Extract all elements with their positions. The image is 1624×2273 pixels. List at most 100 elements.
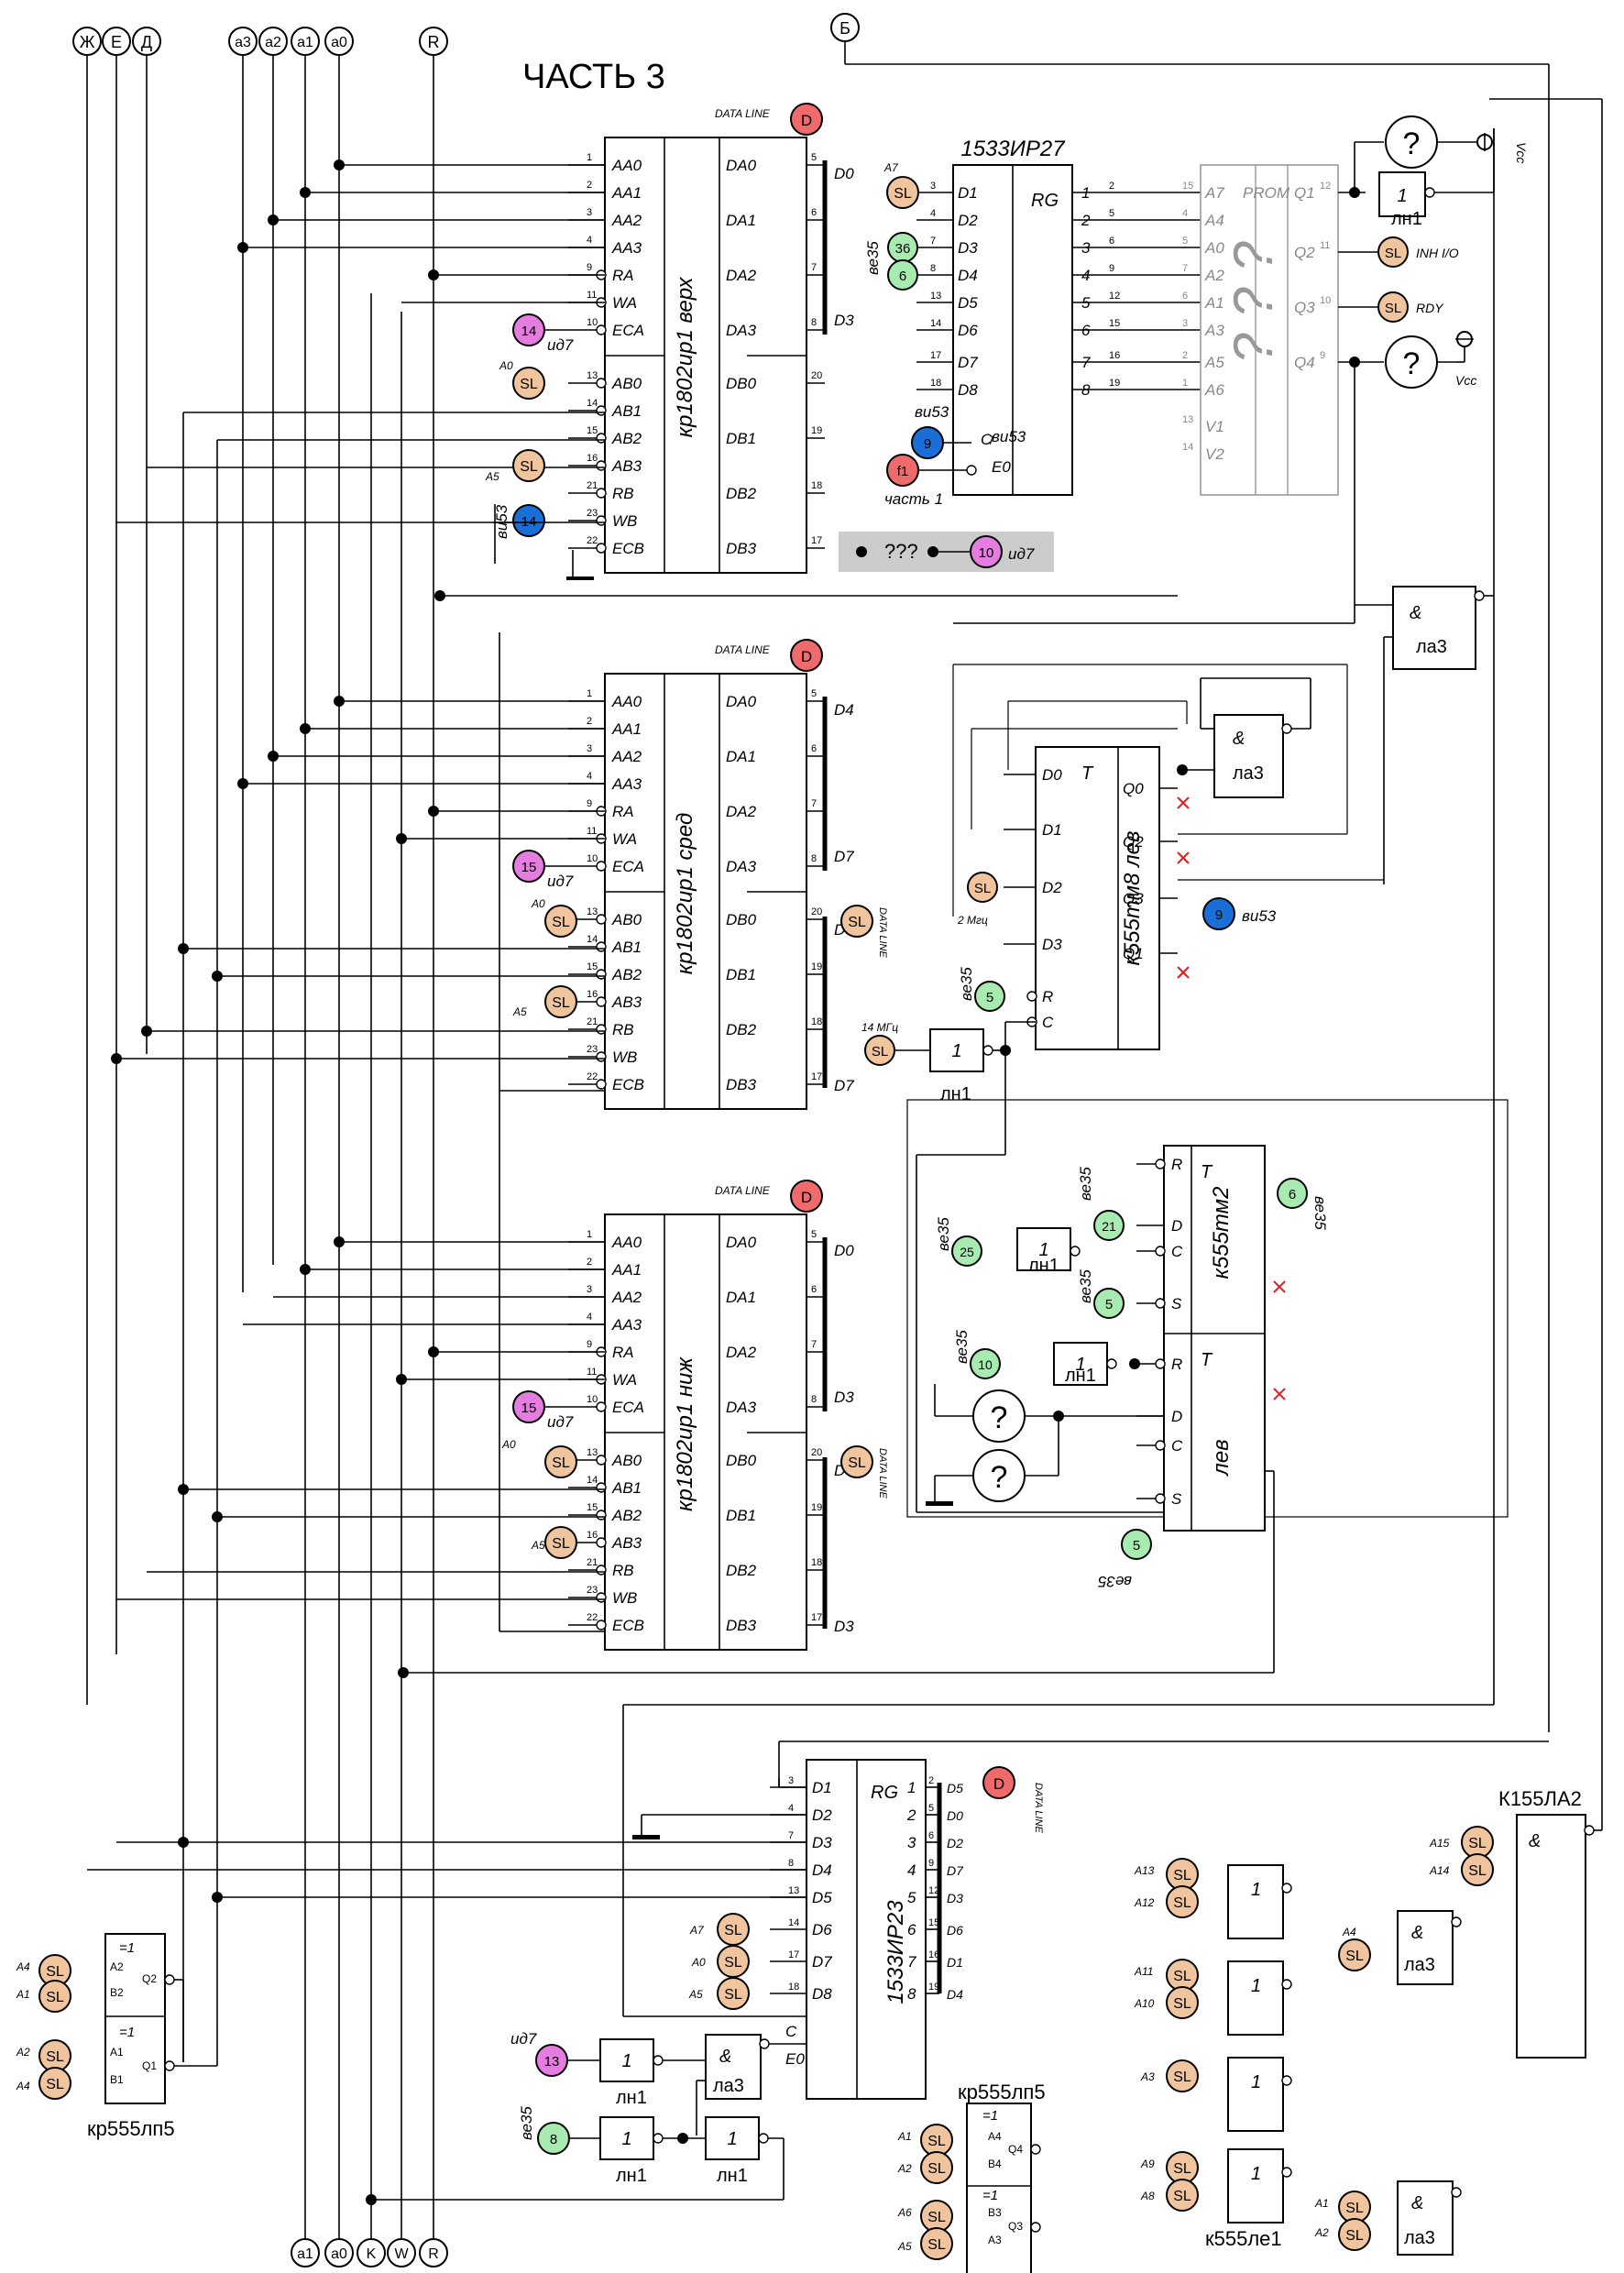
memory-pin-label: AB1 xyxy=(611,939,642,956)
e0-inversion xyxy=(966,465,977,476)
eca-marker-label: ид7 xyxy=(547,336,574,354)
tm2-pin-label: S xyxy=(1171,1295,1182,1312)
svg-text:?: ? xyxy=(991,1460,1008,1495)
memory-pin-label: AB0 xyxy=(611,1452,642,1469)
ir27-in-label: D5 xyxy=(958,294,978,312)
svg-text:а3: а3 xyxy=(235,35,251,50)
memory-pin-label: ECB xyxy=(612,1076,644,1093)
ir23-out-label: 2 xyxy=(906,1806,916,1824)
svg-text:1: 1 xyxy=(1038,1240,1048,1260)
prom-out-label: Q2 xyxy=(1294,244,1315,261)
memory-pin-number: 3 xyxy=(587,1284,592,1295)
sl-address: A3 xyxy=(1140,2070,1155,2083)
prom-outputs: ? Vcc 1 лн1 SL INH I/O SL RDY ? Vcc xyxy=(953,115,1529,624)
memory-data-out: D4 xyxy=(834,701,854,719)
ir23-out-label: 1 xyxy=(907,1779,916,1796)
memory-pin-number: 23 xyxy=(587,1044,598,1055)
svg-text:ве35: ве35 xyxy=(1077,1167,1094,1201)
sl-address: A4 xyxy=(16,2080,30,2092)
memory-pin-label: AA1 xyxy=(611,184,642,202)
svg-text:A4: A4 xyxy=(988,2130,1002,2143)
memory-out-label: DB1 xyxy=(726,1507,756,1524)
memory-pin-number: 2 xyxy=(587,1257,592,1268)
memory-connections xyxy=(111,159,1274,1678)
svg-text:?: ? xyxy=(991,1400,1008,1435)
sl-text: SL xyxy=(1345,2201,1364,2216)
svg-text:1: 1 xyxy=(1251,1880,1261,1900)
tm8-ctl-label: R xyxy=(1042,988,1053,1005)
svg-text:R: R xyxy=(428,2246,439,2262)
ir27-out-num: 6 xyxy=(1109,236,1114,247)
memory-out-label: DA1 xyxy=(726,1289,756,1306)
ir27-in-label: D3 xyxy=(958,239,978,257)
memory-out-number: 19 xyxy=(811,961,822,972)
terminal-bottom-a0: а0 xyxy=(324,2238,354,2268)
memory-pin-inversion xyxy=(596,861,607,872)
sl-text: SL xyxy=(927,2134,946,2149)
sl-address: A0 xyxy=(499,359,513,372)
svg-text:1: 1 xyxy=(621,2129,631,2149)
eca-marker-number: 15 xyxy=(521,1400,537,1416)
memory-out-label: DA1 xyxy=(726,212,756,229)
memory-pin-label: RA xyxy=(612,267,634,284)
memory-out-label: DA3 xyxy=(726,858,757,875)
sl-circle xyxy=(1338,1938,1371,1971)
prom-out-num: 12 xyxy=(1320,181,1331,192)
prom-in-num: 6 xyxy=(1182,291,1188,302)
ir27-out-label: 3 xyxy=(1081,239,1091,257)
svg-text:=1: =1 xyxy=(119,1940,135,1956)
memory-pin-inversion xyxy=(596,1401,607,1412)
svg-text:25: 25 xyxy=(960,1245,974,1259)
svg-text:14 МГц: 14 МГц xyxy=(861,1021,898,1034)
ir23-in-num: 17 xyxy=(788,1949,799,1960)
memory-pin-label: AB2 xyxy=(611,430,642,447)
memory-pin-number: 21 xyxy=(587,480,598,491)
memory-pin-label: WB xyxy=(612,512,637,530)
svg-text:&: & xyxy=(719,2047,731,2067)
svg-text:6: 6 xyxy=(1289,1187,1296,1202)
sl-text: SL xyxy=(520,377,538,392)
sl-address: A2 xyxy=(16,2046,30,2059)
memory-pin-number: 23 xyxy=(587,508,598,519)
ir27-in-num: 14 xyxy=(930,318,941,329)
memory-pin-inversion xyxy=(596,460,607,471)
sl-address: A2 xyxy=(1314,2226,1329,2239)
memory-out-number: 5 xyxy=(811,688,817,699)
sl-text: SL xyxy=(46,1990,64,2005)
memory-out-label: DA1 xyxy=(726,748,756,765)
data-line-text: DATA LINE xyxy=(715,643,771,656)
memory-pin-label: AB2 xyxy=(611,1507,642,1524)
memory-out-number: 7 xyxy=(811,262,817,273)
memory-pin-number: 22 xyxy=(587,535,598,546)
svg-text:1: 1 xyxy=(951,1041,961,1061)
prom-in-label: A5 xyxy=(1204,354,1224,371)
ir27-in-num: 4 xyxy=(930,208,936,219)
sl-text: SL xyxy=(1173,2161,1191,2177)
memory-out-label: DA0 xyxy=(726,693,757,710)
ln1-top-label: лн1 xyxy=(1391,209,1422,229)
prom-out-num: 11 xyxy=(1320,240,1330,251)
svg-text:1: 1 xyxy=(727,2129,737,2149)
svg-text:???: ??? xyxy=(884,540,918,563)
svg-text:ве35: ве35 xyxy=(953,1330,971,1364)
svg-text:Е: Е xyxy=(111,33,122,51)
memory-pin-number: 14 xyxy=(587,1475,598,1486)
sl-circle xyxy=(1461,1853,1494,1886)
sl-text: SL xyxy=(1468,1863,1487,1879)
memory-out-label: DB0 xyxy=(726,911,757,928)
memory-pin-number: 16 xyxy=(587,989,598,1000)
svg-text:A2: A2 xyxy=(110,1960,124,1973)
sl-circle xyxy=(840,905,873,938)
sl-text: SL xyxy=(1468,1836,1487,1851)
svg-text:5: 5 xyxy=(1105,1297,1113,1312)
memory-pin-number: 23 xyxy=(587,1585,598,1596)
memory-pin-inversion xyxy=(596,324,607,335)
sl-text: SL xyxy=(848,915,866,930)
memory-out-label: DA2 xyxy=(726,267,757,284)
prom-in-num: 15 xyxy=(1182,181,1193,192)
